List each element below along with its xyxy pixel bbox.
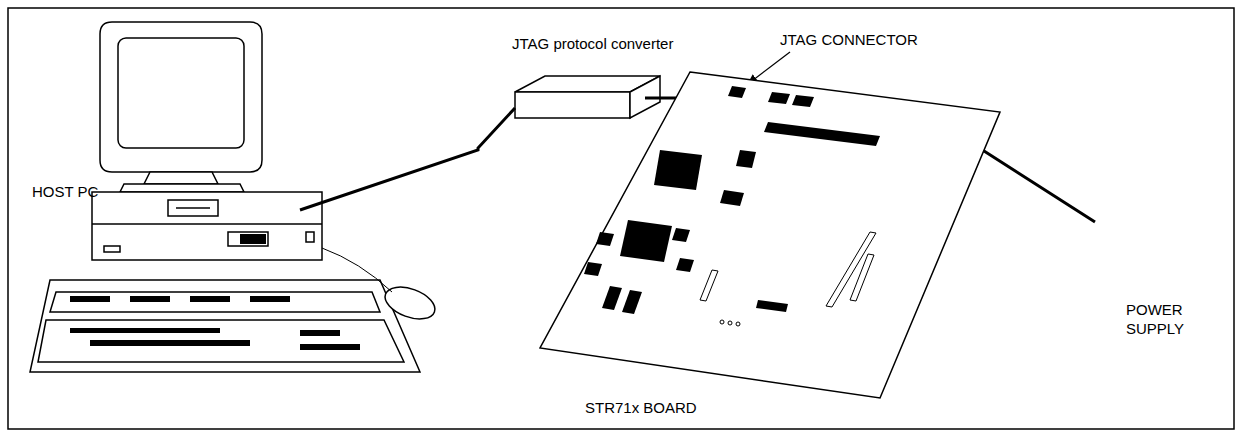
- power-label: POWER SUPPLY: [1126, 300, 1196, 338]
- jtag-converter: [515, 76, 660, 118]
- pc-details: [70, 234, 360, 350]
- host-pc: [30, 22, 439, 372]
- leader-arrow: [748, 52, 790, 84]
- converter-label: JTAG protocol converter: [512, 34, 673, 53]
- board-label: STR71x BOARD: [585, 398, 697, 417]
- pc-label: HOST PC: [32, 182, 98, 201]
- str71x-board: [540, 72, 1000, 398]
- frame: [8, 8, 1234, 429]
- connector-label: JTAG CONNECTOR: [780, 30, 918, 49]
- board-chips: [584, 86, 880, 314]
- board-connectors: [700, 232, 876, 326]
